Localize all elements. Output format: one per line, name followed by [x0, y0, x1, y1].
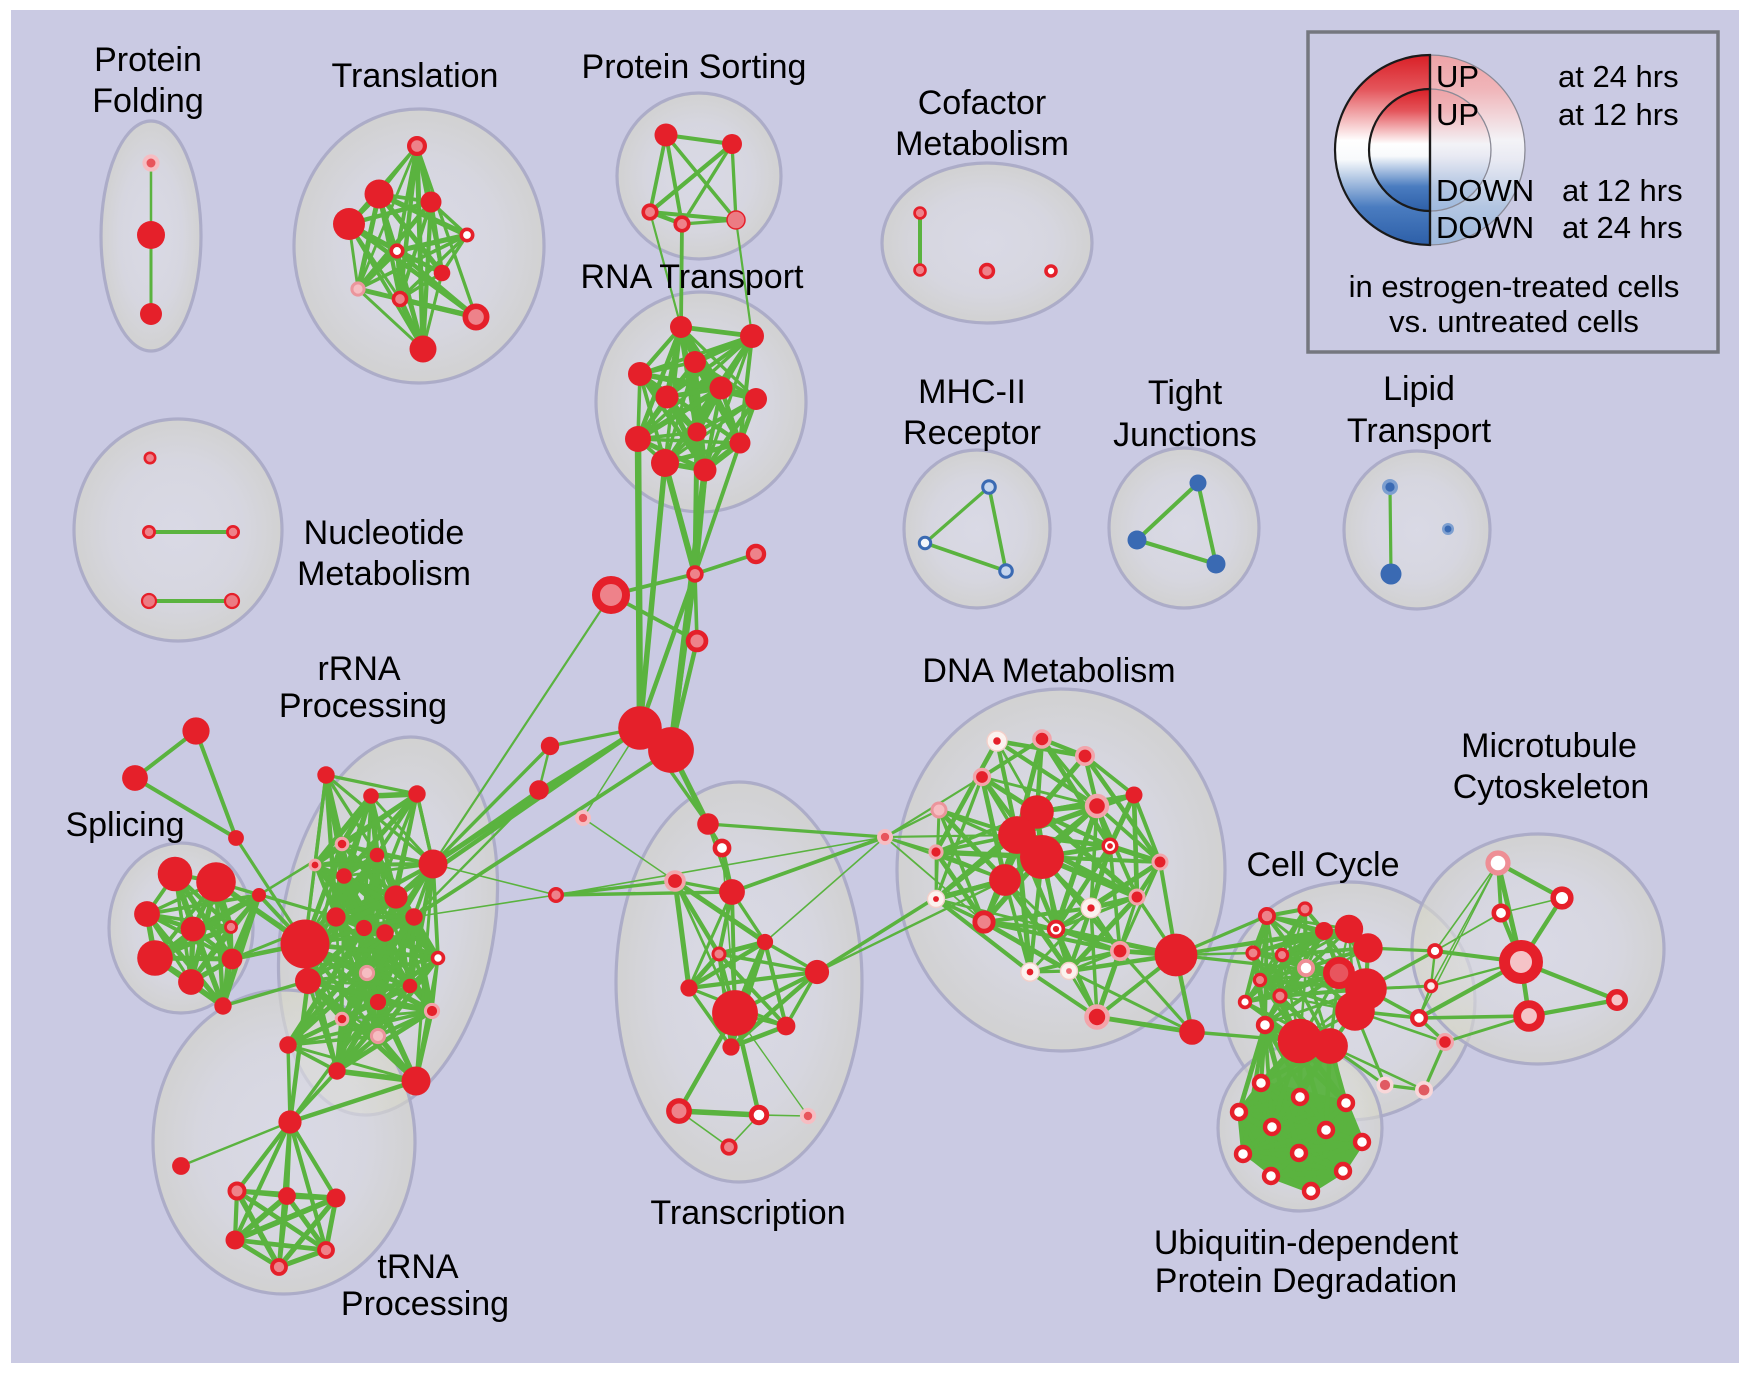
svg-text:at 24 hrs: at 24 hrs: [1562, 210, 1683, 245]
svg-text:DNA Metabolism: DNA Metabolism: [922, 652, 1175, 690]
svg-text:DOWN: DOWN: [1436, 173, 1534, 208]
svg-text:Protein: Protein: [94, 41, 202, 79]
svg-text:Processing: Processing: [341, 1285, 509, 1323]
svg-text:Ubiquitin-dependent: Ubiquitin-dependent: [1154, 1224, 1459, 1262]
svg-text:vs. untreated cells: vs. untreated cells: [1389, 304, 1639, 339]
svg-text:Folding: Folding: [92, 82, 204, 120]
svg-text:Protein Sorting: Protein Sorting: [582, 48, 807, 86]
svg-text:at 24 hrs: at 24 hrs: [1558, 59, 1679, 94]
svg-text:Cofactor: Cofactor: [918, 84, 1047, 122]
svg-text:Tight: Tight: [1148, 374, 1223, 412]
svg-text:Lipid: Lipid: [1383, 370, 1455, 408]
svg-text:UP: UP: [1436, 97, 1479, 132]
svg-text:Transcription: Transcription: [650, 1194, 845, 1232]
svg-text:MHC-II: MHC-II: [918, 373, 1026, 411]
svg-text:Protein Degradation: Protein Degradation: [1155, 1262, 1457, 1300]
svg-text:at 12 hrs: at 12 hrs: [1562, 173, 1683, 208]
svg-text:Microtubule: Microtubule: [1461, 727, 1637, 765]
svg-text:Receptor: Receptor: [903, 414, 1041, 452]
svg-text:UP: UP: [1436, 59, 1479, 94]
svg-text:Metabolism: Metabolism: [895, 125, 1069, 163]
svg-text:tRNA: tRNA: [377, 1248, 459, 1286]
svg-text:Cell Cycle: Cell Cycle: [1246, 846, 1399, 884]
svg-text:Transport: Transport: [1347, 412, 1492, 450]
svg-text:at 12 hrs: at 12 hrs: [1558, 97, 1679, 132]
svg-text:Splicing: Splicing: [65, 806, 184, 844]
svg-text:rRNA: rRNA: [317, 650, 400, 688]
svg-text:Cytoskeleton: Cytoskeleton: [1453, 768, 1650, 806]
svg-text:Metabolism: Metabolism: [297, 555, 471, 593]
svg-text:in estrogen-treated cells: in estrogen-treated cells: [1349, 269, 1680, 304]
svg-text:Nucleotide: Nucleotide: [304, 514, 465, 552]
svg-text:Processing: Processing: [279, 687, 447, 725]
svg-text:DOWN: DOWN: [1436, 210, 1534, 245]
svg-text:Translation: Translation: [332, 57, 499, 95]
svg-text:RNA Transport: RNA Transport: [581, 258, 805, 296]
svg-text:Junctions: Junctions: [1113, 416, 1257, 454]
